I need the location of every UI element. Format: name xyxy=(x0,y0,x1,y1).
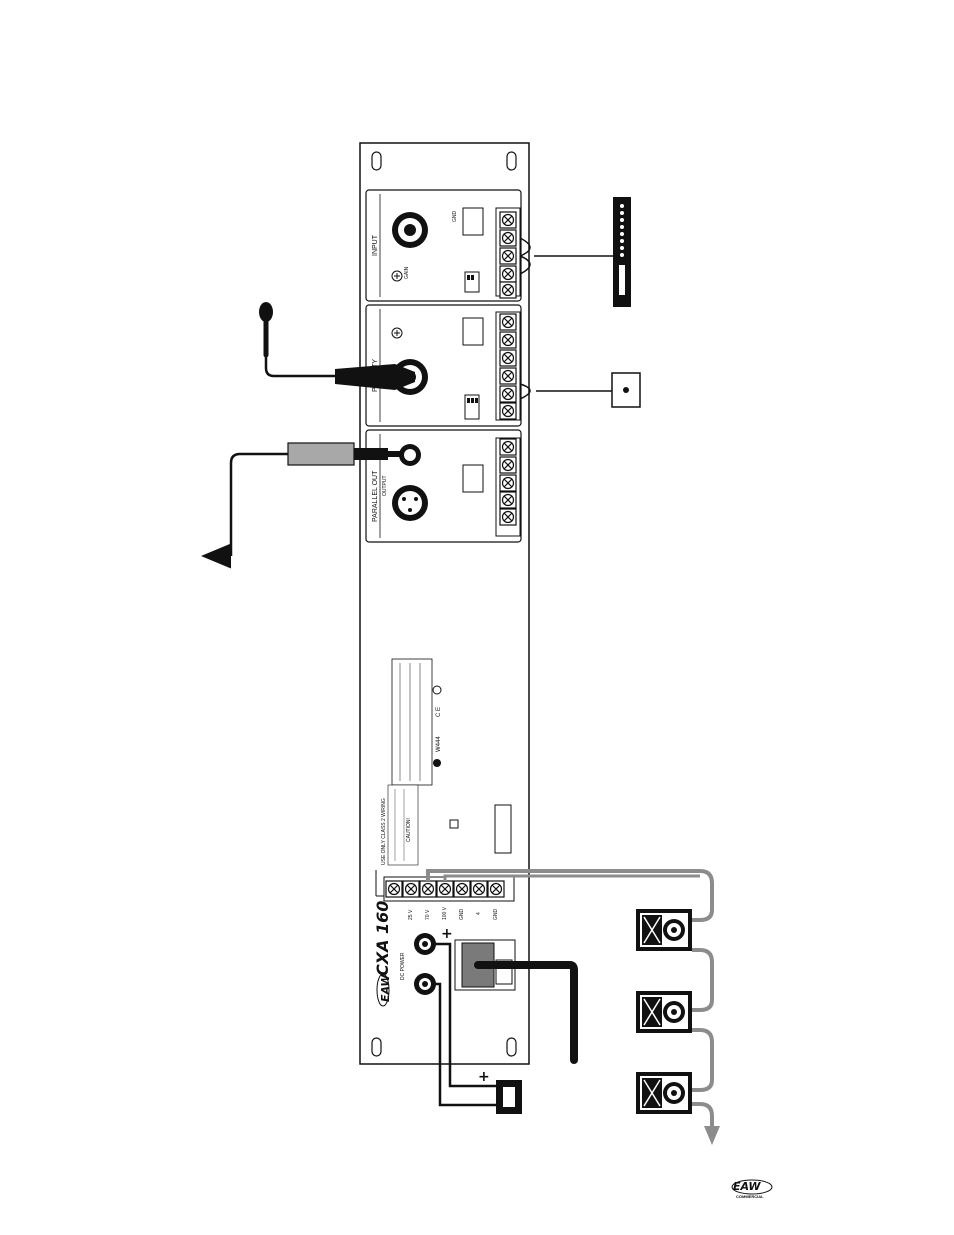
terminal-label-2: 100 V xyxy=(442,906,448,920)
output-cable xyxy=(231,454,288,556)
mount-slot-top-right xyxy=(507,152,516,170)
input-module: INPUT GAIN GND xyxy=(366,190,521,301)
input-module-label: INPUT xyxy=(372,234,379,256)
model-name: CXA 160 xyxy=(373,901,392,976)
line-source-cable xyxy=(520,238,613,274)
terminal-label-3: GND xyxy=(459,909,465,921)
footer-logo-brand: EAW xyxy=(733,1180,761,1193)
polarity-plus-battery: + xyxy=(478,1069,490,1085)
panel-brand-logo: EAW xyxy=(377,974,392,1006)
input-euroblock xyxy=(463,208,483,235)
dc-power-label: DC POWER xyxy=(400,952,406,980)
output-euroblock xyxy=(463,465,483,492)
microphone xyxy=(259,302,273,355)
terminal-label-0: 25 V xyxy=(408,909,414,920)
input-gain-label: GAIN xyxy=(404,266,410,279)
line-source-rack-device xyxy=(613,197,631,307)
terminal-label-5: GND xyxy=(493,909,499,921)
output-label: OUTPUT xyxy=(382,475,388,496)
speaker-line-arrow xyxy=(704,1126,720,1145)
class2-wiring-label: USE ONLY CLASS 2 WIRING xyxy=(381,798,387,865)
battery-connector xyxy=(496,1080,522,1114)
mount-slot-bottom-left xyxy=(372,1038,381,1056)
svg-text:EAW: EAW xyxy=(379,974,392,1002)
remote-switch-cable xyxy=(520,384,612,399)
mount-slot-top-left xyxy=(372,152,381,170)
ul-listing-code: W444 xyxy=(436,736,442,752)
parallel-out-module: PARALLEL OUT OUTPUT xyxy=(366,430,521,542)
microphone-xlr-plug xyxy=(335,364,415,390)
parallel-out-label: PARALLEL OUT xyxy=(372,470,379,522)
terminal-label-1: 70 V xyxy=(425,909,431,920)
svg-text:C E: C E xyxy=(436,707,442,717)
footer-logo-sub: COMMERCIAL xyxy=(736,1194,764,1199)
polarity-plus-terminal: + xyxy=(441,926,453,942)
caution-title: CAUTION! xyxy=(406,818,412,842)
mount-slot-bottom-right xyxy=(507,1038,516,1056)
priority-euroblock xyxy=(463,318,483,345)
terminal-label-4: 4 xyxy=(476,912,482,915)
speaker-2 xyxy=(636,991,692,1033)
speaker-3 xyxy=(636,1072,692,1114)
input-gnd-label: GND xyxy=(452,211,458,223)
remote-switch-box xyxy=(612,373,640,407)
remote-euroblock xyxy=(495,805,511,853)
microphone-cable xyxy=(266,355,340,376)
speaker-1 xyxy=(636,909,692,951)
output-plug-body xyxy=(288,443,354,465)
footer-brand-logo: EAW COMMERCIAL xyxy=(732,1180,772,1199)
